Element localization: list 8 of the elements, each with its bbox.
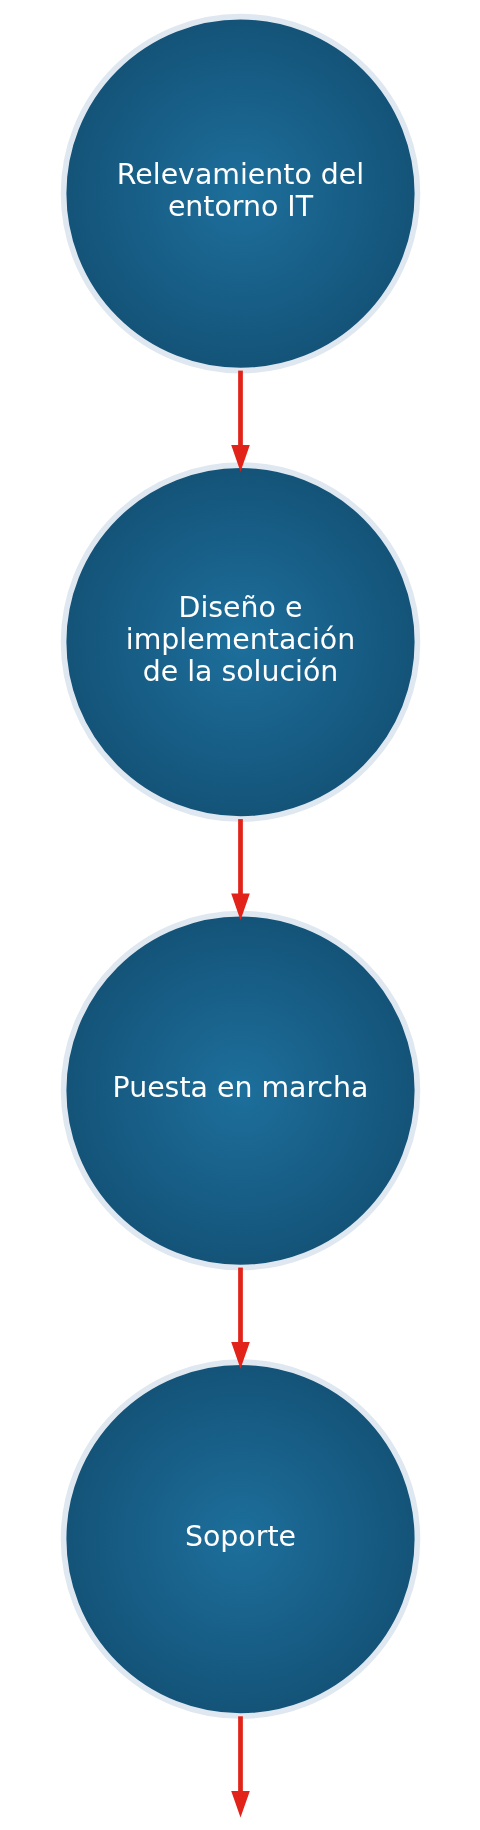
node-circle: Diseño e implementación de la solución	[60, 462, 420, 822]
arrow	[230, 819, 250, 921]
node-circle: Relevamiento del entorno IT	[60, 13, 420, 374]
arrow	[230, 1267, 250, 1369]
node-circle: Soporte	[60, 1359, 420, 1719]
arrow	[230, 1716, 250, 1818]
node-circle: Puesta en marcha	[60, 910, 420, 1271]
arrow	[230, 370, 250, 472]
